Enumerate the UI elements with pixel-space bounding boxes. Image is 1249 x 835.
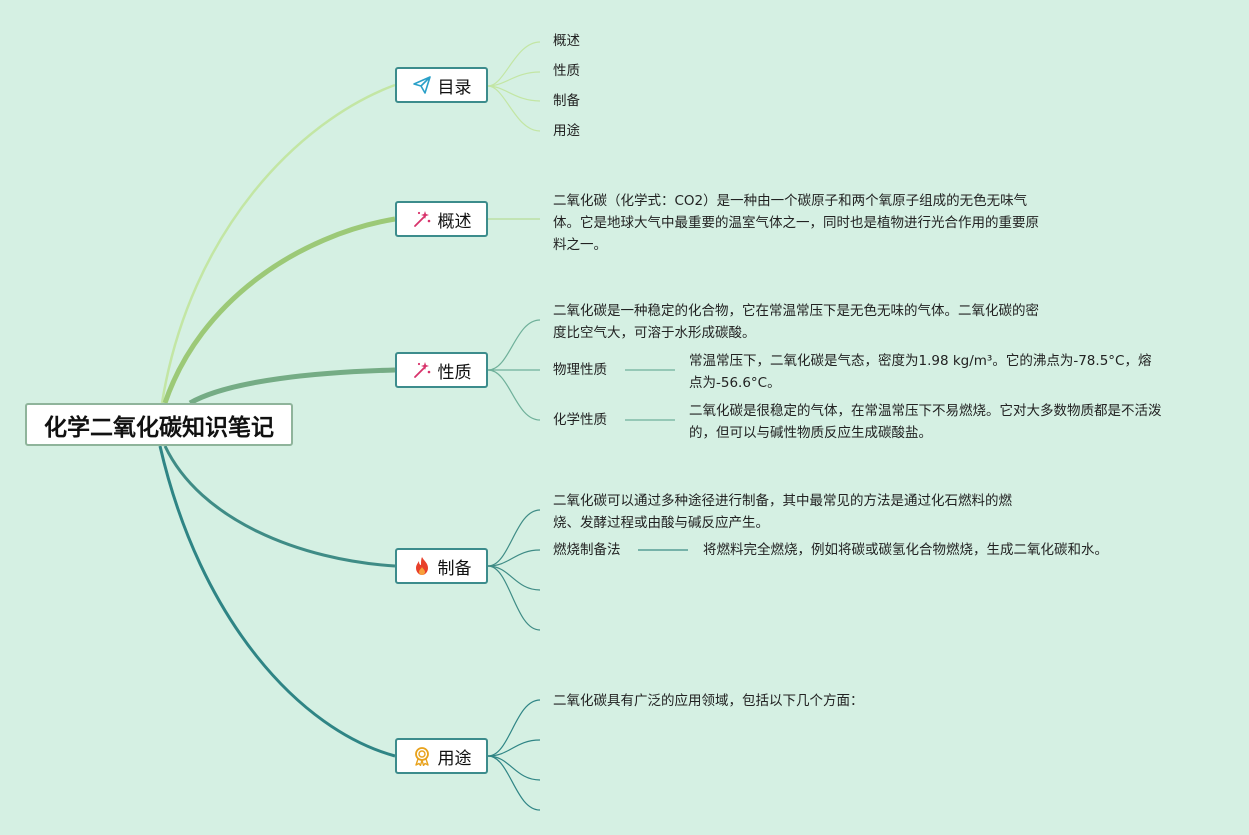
combustion-method-text: 将燃料完全燃烧，例如将碳或碳氢化合物燃烧，生成二氧化碳和水。 [703, 542, 1108, 558]
toc-item-properties[interactable]: 性质 [553, 63, 580, 79]
topic-properties[interactable]: 性质 [395, 352, 488, 388]
fire-icon [412, 556, 432, 576]
toc-item-uses[interactable]: 用途 [553, 123, 580, 139]
root-node[interactable]: 化学二氧化碳知识笔记 [25, 403, 293, 446]
preparation-sub-3 [487, 565, 541, 591]
root-title: 化学二氧化碳知识笔记 [44, 414, 274, 441]
overview-text: 二氧化碳（化学式：CO2）是一种由一个碳原子和两个氧原子组成的无色无味气体。它是… [553, 193, 1039, 253]
uses-sub-1 [487, 699, 541, 757]
physical-properties-label[interactable]: 物理性质 [553, 362, 607, 378]
topic-toc-label: 目录 [437, 77, 472, 98]
topic-uses-label: 用途 [437, 748, 472, 769]
physical-properties-text: 常温常压下，二氧化碳是气态，密度为1.98 kg/m³。它的沸点为-78.5°C… [689, 353, 1152, 391]
preparation-sub-1 [487, 509, 541, 567]
toc-item-overview[interactable]: 概述 [553, 33, 580, 49]
preparation-sub-4 [487, 565, 541, 631]
topic-preparation-label: 制备 [437, 558, 472, 579]
toc-sub-1 [487, 41, 541, 87]
properties-text: 二氧化碳是一种稳定的化合物，它在常温常压下是无色无味的气体。二氧化碳的密度比空气… [553, 303, 1039, 341]
topic-properties-label: 性质 [437, 362, 472, 383]
topic-uses[interactable]: 用途 [395, 738, 488, 774]
chemical-properties-text: 二氧化碳是很稳定的气体，在常温常压下不易燃烧。它对大多数物质都是不活泼的，但可以… [689, 403, 1162, 441]
toc-sub-4 [487, 85, 541, 132]
topic-preparation[interactable]: 制备 [395, 548, 488, 584]
uses-sub-3 [487, 755, 541, 781]
sparkle-icon [412, 209, 432, 229]
uses-sub-4 [487, 755, 541, 811]
toc-sub-2 [487, 71, 541, 87]
branch-preparation [163, 445, 396, 568]
branch-overview [162, 216, 396, 404]
branch-uses [158, 445, 396, 758]
preparation-sub-2 [487, 549, 541, 567]
toc-item-preparation[interactable]: 制备 [553, 93, 580, 109]
branch-toc [160, 83, 396, 404]
topic-overview[interactable]: 概述 [395, 201, 488, 237]
properties-sub-3 [487, 369, 541, 421]
sparkle-icon [412, 360, 432, 380]
preparation-text: 二氧化碳可以通过多种途径进行制备，其中最常见的方法是通过化石燃料的燃烧、发酵过程… [553, 493, 1012, 531]
uses-text: 二氧化碳具有广泛的应用领域，包括以下几个方面： [553, 693, 864, 709]
chemical-properties-label[interactable]: 化学性质 [553, 412, 607, 428]
uses-sub-2 [487, 739, 541, 757]
topic-toc[interactable]: 目录 [395, 67, 488, 103]
properties-sub-1 [487, 319, 541, 371]
award-medal-icon [412, 746, 432, 766]
combustion-method-label[interactable]: 燃烧制备法 [553, 542, 621, 558]
toc-sub-3 [487, 85, 541, 102]
branch-properties [188, 367, 396, 406]
topic-overview-label: 概述 [437, 211, 472, 232]
paper-plane-icon [412, 75, 432, 95]
